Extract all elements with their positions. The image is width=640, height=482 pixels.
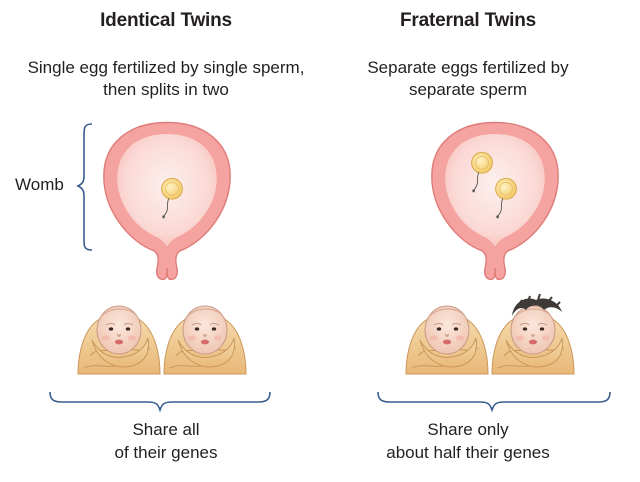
identical-twins-title: Identical Twins <box>100 10 232 31</box>
share-bracket-icon-fraternal <box>377 391 611 413</box>
identical-twins-share-text: Share all of their genes <box>6 418 326 464</box>
share-line: Share only <box>427 420 509 439</box>
fraternal-twins-panel: Fraternal Twins Separate eggs fertilized… <box>320 0 640 482</box>
identical-twins-description: Single egg fertilized by single sperm, t… <box>6 57 326 101</box>
fraternal-twins-description: Separate eggs fertilized by separate spe… <box>308 57 628 101</box>
description-line: separate sperm <box>408 80 528 99</box>
share-line: of their genes <box>114 443 218 462</box>
fraternal-twins-share-text: Share only about half their genes <box>308 418 628 464</box>
share-line: about half their genes <box>386 443 550 462</box>
description-line: then splits in two <box>103 80 229 99</box>
description-line: Separate eggs fertilized by <box>367 58 569 77</box>
baby-illustration-fraternal-2 <box>491 293 575 375</box>
womb-label: Womb <box>15 175 64 194</box>
womb-bracket-icon <box>76 123 93 251</box>
fraternal-twins-title: Fraternal Twins <box>399 10 536 31</box>
share-line: Share all <box>132 420 200 439</box>
share-bracket-icon-identical <box>49 391 271 413</box>
description-line: Single egg fertilized by single sperm, <box>27 58 305 77</box>
identical-twins-panel: Identical Twins Single egg fertilized by… <box>28 10 305 462</box>
